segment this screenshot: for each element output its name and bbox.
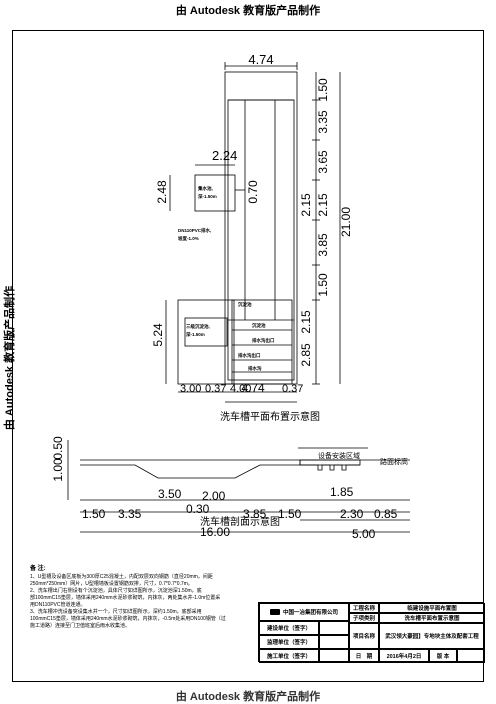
notes-title: 备 注: — [30, 566, 46, 572]
plan-bottom-dim-4: 0.37 — [282, 383, 303, 395]
builder-unit: 施工单位（签字） — [259, 649, 319, 663]
label-sed-tank: 三级沉淀池, — [186, 323, 210, 330]
plan-bottom-dim-3: 4.00 — [230, 383, 251, 395]
notes-line-8: 施工道路）连接至门卫值班室后雨水收集池。 — [30, 623, 131, 629]
watermark-bottom: 由 Autodesk 教育版产品制作 — [175, 691, 321, 703]
section-lower-dim-3: 3.85 — [243, 507, 267, 521]
label-tank-a-depth: 深-1.50m — [198, 193, 217, 200]
section-title: 洗车槽剖面示意图 — [200, 515, 280, 528]
label-inner-1: 沉淀池 — [238, 301, 252, 308]
plan-bottom-total: 4.74 — [241, 381, 265, 395]
notes-block: 备 注: 1、U型槽及设备区底板为300厚C25混凝土，内配双层双向钢筋（直径2… — [30, 566, 260, 630]
plan-right-dim-3: 3.65 — [316, 150, 330, 174]
plan-channel — [231, 299, 293, 385]
plan-left-top-width: 2.24 — [212, 148, 237, 163]
project-label: 工程名称 — [349, 603, 379, 613]
notes-line-2: 250mm*250mm）网片，U型槽墙板设置钢筋双排，尺寸，0.7*0.7*0.… — [30, 581, 193, 587]
sub-name: 洗车槽平面布置示意图 — [379, 613, 485, 623]
label-pipe: DN110PVC排水, — [178, 227, 211, 234]
version-label: 版 本 — [429, 649, 457, 663]
label-inner-2: 沉淀池 — [252, 322, 266, 329]
watermark-top: 由 Autodesk 教育版产品制作 — [175, 5, 321, 17]
section-lower-dim-4: 1.50 — [278, 507, 302, 521]
supervision-unit: 监理单位（签字） — [259, 635, 319, 649]
plan-collection-tank — [194, 174, 236, 212]
plan-mid-dim-3: 2.15 — [299, 310, 313, 334]
label-inner-5: 排水沟 — [248, 365, 262, 372]
drawing-frame — [12, 30, 484, 682]
plan-total-length: 21.00 — [339, 207, 353, 237]
label-tank-a: 集水池, — [197, 185, 213, 192]
plan-bottom-dim-1: 3.00 — [180, 383, 201, 395]
construction-unit: 建设单位（签字） — [259, 621, 319, 635]
plan-left-height-lower: 5.24 — [151, 323, 165, 347]
plan-sed-tank — [177, 299, 235, 385]
notes-line-4: 部100mmC15垫层，墙体采用240mm水泥砂浆砌筑，内抹灰，两处集水井-1.… — [30, 595, 221, 601]
company-logo-icon — [269, 609, 280, 615]
date-value: 2016年4月2日 — [379, 649, 429, 663]
plan-left-height-upper: 2.48 — [155, 180, 169, 204]
section-upper-dim-2: 2.00 — [202, 489, 226, 503]
company-name: 中国一冶集团有限公司 — [259, 603, 349, 621]
label-inner-4: 排水沟出口 — [238, 352, 261, 359]
label-pipe-slope: 坡度-1.0% — [178, 235, 199, 242]
title-block: 中国一冶集团有限公司 工程名称 临建设施平面布置图 子项类别 洗车槽平面布置示意… — [258, 602, 485, 663]
plan-right-dim-6: 1.50 — [316, 273, 330, 297]
construction-sign — [319, 621, 349, 635]
label-road-level: 路面标高 — [380, 457, 408, 466]
section-lower-dim-1: 1.50 — [82, 507, 106, 521]
section-left-dim-1: 1.00 — [51, 458, 65, 482]
label-equipment-area: 设备安装区域 — [318, 451, 360, 460]
project-item-label: 项目名称 — [349, 623, 379, 649]
plan-right-dim-4: 2.15 — [316, 193, 330, 217]
date-label: 日 期 — [349, 649, 379, 663]
section-upper-dim-1: 3.50 — [158, 487, 182, 501]
notes-line-5: 用DN110PVC管道连通。 — [30, 602, 86, 608]
plan-right-dim-2: 3.35 — [316, 110, 330, 134]
plan-bottom-dim-2: 0.37 — [205, 383, 226, 395]
plan-right-dim-1: 1.50 — [316, 78, 330, 102]
section-right-total: 5.00 — [352, 527, 376, 541]
plan-mid-dim-1: 0.70 — [246, 180, 260, 204]
plan-mid-dim-4: 2.85 — [299, 343, 313, 367]
section-total: 16.00 — [200, 525, 230, 539]
section-lower-dim-2: 3.35 — [118, 507, 142, 521]
label-inner-3: 排水沟出口 — [252, 337, 275, 344]
section-profile — [80, 460, 301, 479]
section-left-dim-2: 0.50 — [51, 436, 65, 460]
label-sed-depth: 深-1.50m — [186, 331, 205, 338]
plan-right-dim-5: 3.85 — [316, 233, 330, 257]
builder-sign — [319, 649, 349, 663]
notes-line-7: 100mmC15垫层，墙体采用240mm水泥砂浆砌筑，内抹灰，-0.5m处采用D… — [30, 616, 226, 622]
sub-label: 子项类别 — [349, 613, 379, 623]
plan-mid-dim-2: 2.15 — [299, 193, 313, 217]
supervision-sign — [319, 635, 349, 649]
plan-title: 洗车槽平面布置示意图 — [220, 410, 320, 423]
section-lower-dim-6: 0.85 — [374, 507, 398, 521]
project-name: 临建设施平面布置图 — [379, 603, 485, 613]
notes-line-6: 3、洗车槽冲洗设备突设集水井一个，尺寸如详图所示，深约1.50m，底部采用 — [30, 609, 202, 615]
notes-line-3: 2、洗车槽出门右侧设有个沉淀池，具体尺寸如详图所示，沉淀池深1.50m，底 — [30, 588, 202, 594]
project-item: 武汉领大豪园】专地块主体及配套工程 — [379, 623, 485, 649]
section-mid-dim-1: 0.30 — [186, 502, 210, 516]
section-upper-dim-3: 1.85 — [330, 485, 354, 499]
notes-line-1: 1、U型槽及设备区底板为300厚C25混凝土，内配双层双向钢筋（直径20mm，间… — [30, 574, 213, 580]
version-value — [457, 649, 485, 663]
section-lower-dim-5: 2.30 — [340, 507, 364, 521]
plan-top-width: 4.74 — [248, 52, 273, 67]
